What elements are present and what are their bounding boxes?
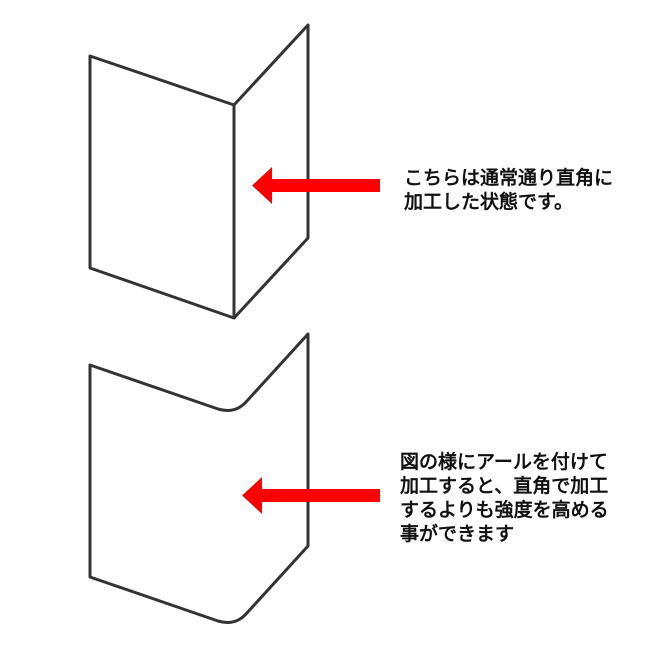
right-angle-left-panel: [88, 54, 236, 320]
caption-line: するよりも強度を高める: [400, 499, 609, 521]
right-angle-arrow: [252, 167, 380, 204]
right-angle-right-panel: [232, 23, 310, 320]
caption-line: 事ができます: [400, 523, 515, 545]
caption-line: 図の様にアールを付けて: [400, 451, 608, 473]
rounded-caption: 図の様にアールを付けて 加工すると、直角で加工 するよりも強度を高める 事ができ…: [400, 450, 609, 546]
caption-line: 加工した状態です。: [404, 191, 574, 213]
rounded-bend-figure: [88, 332, 310, 624]
right-angle-caption: こちらは通常通り直角に 加工した状態です。: [404, 166, 613, 214]
caption-line: こちらは通常通り直角に: [404, 167, 614, 189]
caption-line: 加工すると、直角で加工: [400, 475, 609, 497]
rounded-arrow: [242, 477, 380, 514]
right-angle-bend-figure: [88, 23, 310, 320]
rounded-bend-outline: [88, 332, 310, 624]
